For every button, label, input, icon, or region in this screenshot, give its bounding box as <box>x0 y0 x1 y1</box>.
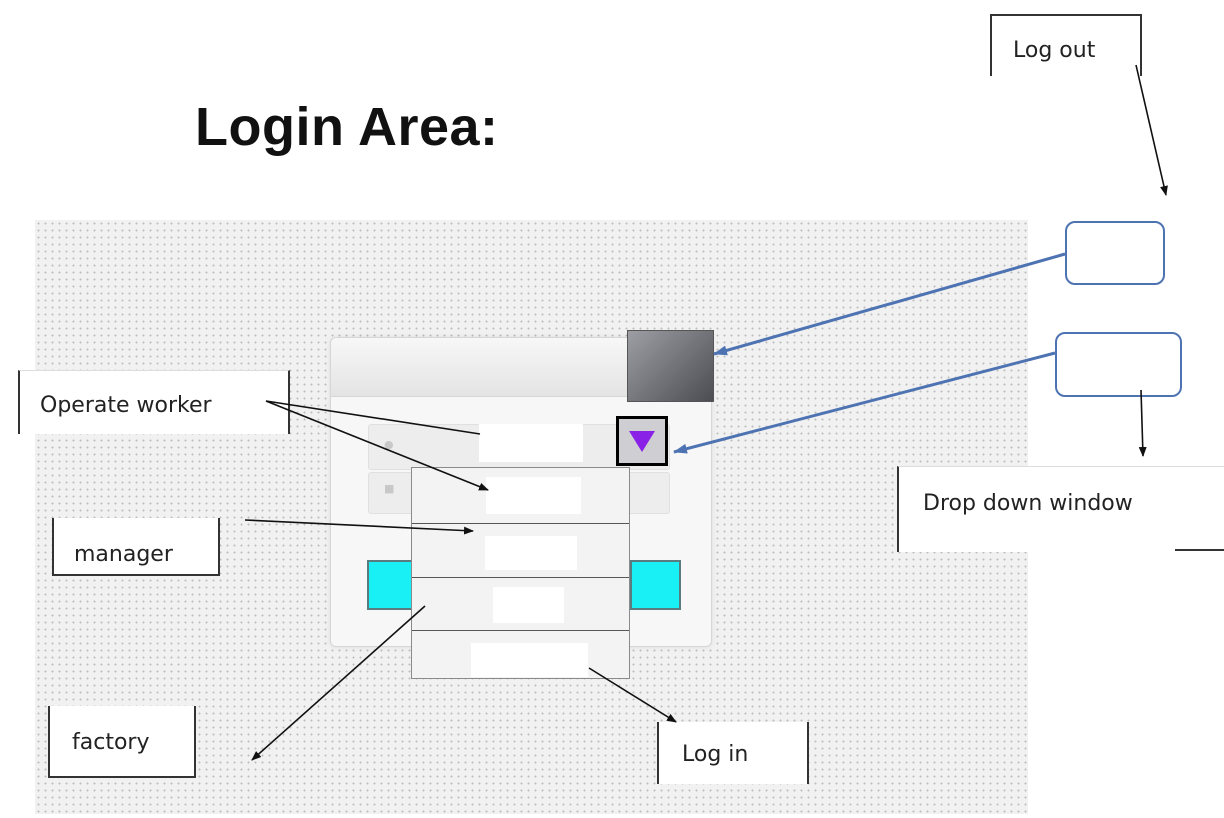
operate-worker-label: Operate worker <box>18 370 290 434</box>
log-in-label-text: Log in <box>682 742 749 767</box>
dropdown-item-1-value <box>486 477 581 514</box>
manager-label: manager <box>52 518 220 576</box>
drop-down-window-label-text: Drop down window <box>923 491 1133 516</box>
arrow-log-out <box>1135 64 1168 196</box>
arrow-operate-worker-a <box>265 400 481 435</box>
arrow-drop-down-window <box>1138 389 1147 457</box>
arrow-operate-worker-b <box>265 400 489 491</box>
lock-icon: ■ <box>384 482 395 495</box>
arrow-log-in <box>588 667 677 723</box>
dropdown-item-manager[interactable] <box>412 524 629 578</box>
logout-button-mock[interactable] <box>627 330 714 402</box>
arrow-factory <box>251 605 426 761</box>
factory-label: factory <box>48 706 196 778</box>
arrow-manager <box>244 519 474 535</box>
dropdown-button[interactable] <box>616 416 668 466</box>
dropdown-item-3-value <box>493 587 564 623</box>
triangle-down-icon <box>629 431 655 452</box>
drop-down-window-label: Drop down window <box>897 466 1224 552</box>
user-icon: ● <box>384 438 394 451</box>
login-button-left[interactable] <box>367 560 413 610</box>
log-in-label: Log in <box>657 722 809 784</box>
arrow-to-dropdown-button <box>673 351 1056 454</box>
operate-worker-label-text: Operate worker <box>40 393 212 418</box>
login-button-right[interactable] <box>630 560 681 610</box>
arrow-to-logout-square <box>713 252 1066 356</box>
manager-label-text: manager <box>74 542 173 567</box>
dropdown-item-4-value <box>471 643 588 677</box>
dropdown-button-callout <box>1055 332 1182 397</box>
label-underline <box>1175 549 1224 551</box>
page-title: Login Area: <box>195 97 499 157</box>
operate-worker-field[interactable] <box>479 424 583 462</box>
log-out-label: Log out <box>990 14 1142 76</box>
dropdown-item-2-value <box>485 536 577 570</box>
dropdown-item-factory[interactable] <box>412 578 629 631</box>
factory-label-text: factory <box>72 730 150 755</box>
log-out-label-text: Log out <box>1013 38 1096 63</box>
dropdown-item-operate-worker[interactable] <box>412 468 629 524</box>
logout-button-callout <box>1065 221 1165 285</box>
